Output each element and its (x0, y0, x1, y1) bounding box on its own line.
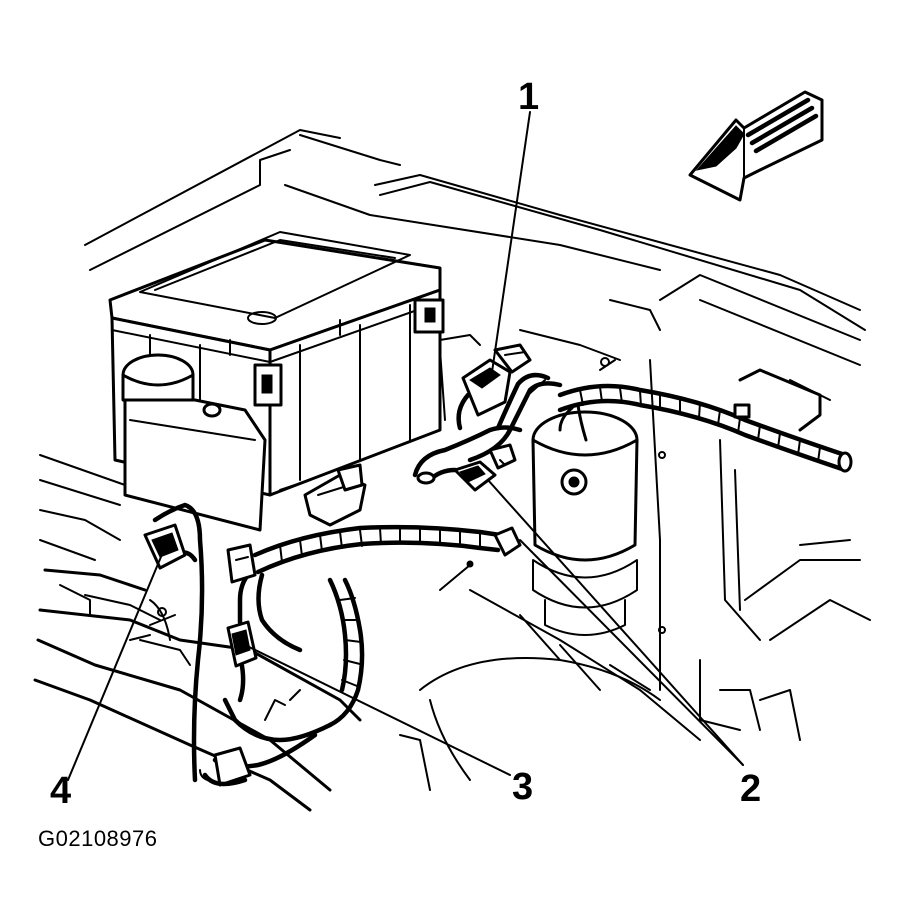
ac-accumulator (531, 403, 666, 636)
front-direction-arrow-icon (688, 90, 824, 202)
callout-leader-lines (67, 111, 744, 781)
vehicle-body-lines (84, 129, 871, 741)
radiator-support (33, 454, 362, 812)
sensor-connector-3 (226, 543, 474, 703)
coolant-reservoir (121, 353, 267, 532)
figure-id: G02108976 (38, 826, 158, 851)
mounting-brackets (279, 334, 481, 527)
wheel-well (399, 589, 701, 791)
callout-4-label: 4 (50, 770, 72, 812)
sensor-connector-1 (456, 343, 616, 431)
sensor-connector-4 (129, 502, 205, 783)
callout-3-label: 3 (512, 766, 534, 808)
sensor-connector-2 (412, 425, 523, 492)
callout-2-label: 2 (740, 768, 762, 810)
wiring-harness (199, 524, 522, 787)
callout-1-label: 1 (518, 76, 540, 118)
